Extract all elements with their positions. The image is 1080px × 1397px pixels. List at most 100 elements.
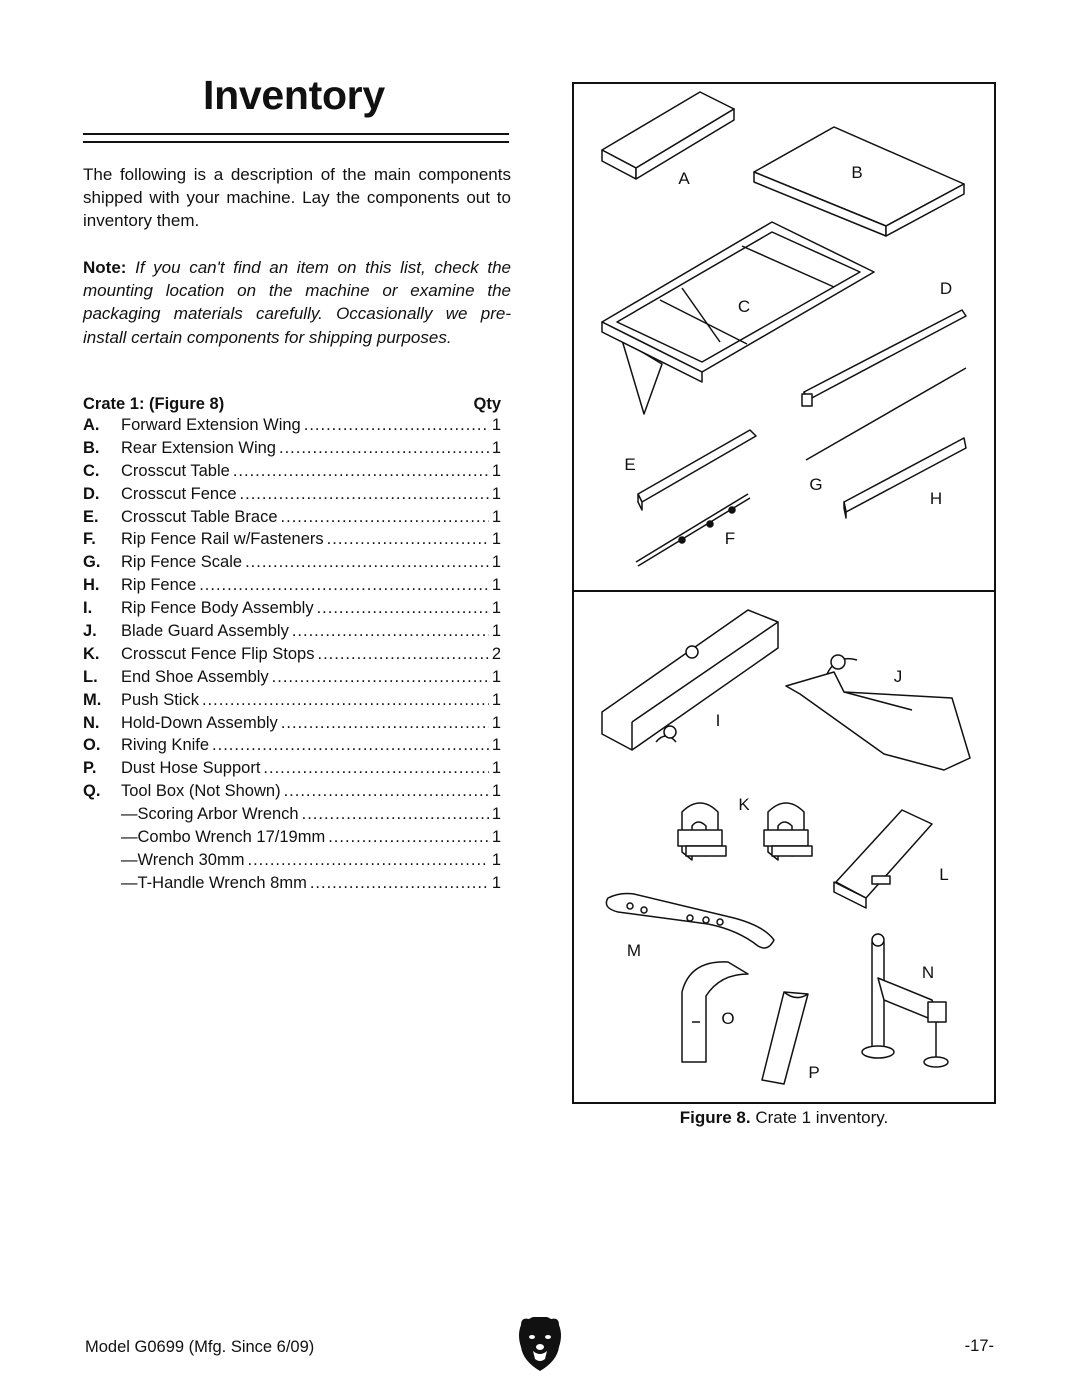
inventory-item-qty: 1: [491, 873, 501, 892]
inventory-item: Q. Tool Box (Not Shown) 1: [83, 782, 501, 805]
inventory-item-name: Hold-Down Assembly: [121, 713, 278, 732]
inventory-list: A.Forward Extension Wing1B. Rear Extensio…: [83, 416, 501, 897]
inventory-heading: Crate 1: (Figure 8) Qty: [83, 395, 501, 414]
inventory-item-qty: 1: [491, 759, 501, 778]
label-i: I: [716, 711, 721, 730]
leader-dots: [327, 530, 489, 549]
inventory-item-name: Tool Box (Not Shown): [121, 782, 281, 801]
inventory-item-letter: F.: [83, 530, 96, 549]
label-b: B: [851, 163, 862, 182]
inventory-item-qty: 1: [491, 690, 501, 709]
leader-dots: [247, 851, 488, 870]
leader-dots: [292, 622, 489, 641]
inventory-item-qty: 1: [491, 484, 501, 503]
label-n: N: [922, 963, 934, 982]
inventory-item-name: Rip Fence Scale: [121, 553, 243, 572]
hold-down-drawing: [861, 933, 949, 1068]
figure-caption: Figure 8. Crate 1 inventory.: [572, 1108, 996, 1128]
leader-dots: [245, 553, 489, 572]
rip-fence-rail-drawing: [635, 493, 751, 567]
inventory-item: A.Forward Extension Wing1: [83, 416, 501, 439]
label-c: C: [738, 297, 750, 316]
inventory-item-qty: 1: [491, 599, 501, 618]
inventory-item-name: —Combo Wrench 17/19mm: [121, 828, 326, 847]
leader-dots: [302, 805, 489, 824]
inventory-item: M.Push Stick1: [83, 691, 501, 714]
leader-dots: [284, 782, 489, 801]
inventory-item: H. Rip Fence 1: [83, 576, 501, 599]
inventory-item: I.Rip Fence Body Assembly1: [83, 599, 501, 622]
crosscut-table-brace-drawing: [637, 429, 757, 511]
inventory-item-name: Riving Knife: [121, 736, 210, 755]
label-e: E: [624, 455, 635, 474]
inventory-item-letter: O.: [83, 736, 101, 755]
inventory-item-qty: 1: [491, 736, 501, 755]
inventory-item-qty: 1: [491, 576, 501, 595]
inventory-item: N.Hold-Down Assembly1: [83, 714, 501, 737]
leader-dots: [281, 508, 489, 527]
forward-extension-wing-drawing: [601, 91, 735, 180]
inventory-item-letter: Q.: [83, 782, 101, 801]
leader-dots: [304, 416, 489, 435]
title-rule-bottom: [83, 141, 509, 143]
inventory-item-name: —Scoring Arbor Wrench: [121, 805, 299, 824]
label-o: O: [721, 1009, 734, 1028]
note-text: If you can't find an item on this list, …: [83, 258, 511, 347]
label-f: F: [725, 529, 735, 548]
inventory-item-qty: 2: [491, 644, 501, 663]
end-shoe-drawing: [833, 809, 933, 909]
rip-fence-drawing: [843, 437, 967, 519]
inventory-item: K. Crosscut Fence Flip Stops 2: [83, 645, 501, 668]
flip-stop-left-drawing: [677, 802, 727, 861]
inventory-item-qty: 1: [491, 782, 501, 801]
inventory-item-letter: L.: [83, 667, 98, 686]
inventory-item-name: Crosscut Fence: [121, 484, 237, 503]
inventory-item-letter: K.: [83, 644, 100, 663]
inventory-item-qty: 1: [491, 850, 501, 869]
note-paragraph: Note: If you can't find an item on this …: [83, 256, 511, 349]
inventory-item-name: Crosscut Fence Flip Stops: [121, 644, 315, 663]
page-title: Inventory: [203, 72, 385, 118]
label-l: L: [939, 865, 948, 884]
inventory-item-letter: H.: [83, 576, 100, 595]
inventory-item-qty: 1: [491, 507, 501, 526]
leader-dots: [281, 714, 489, 733]
inventory-item: —Combo Wrench 17/19mm1: [83, 828, 501, 851]
leader-dots: [318, 645, 489, 664]
inventory-item-letter: C.: [83, 461, 100, 480]
label-h: H: [930, 489, 942, 508]
label-j: J: [894, 667, 903, 686]
push-stick-drawing: [605, 892, 775, 949]
inventory-item-name: Crosscut Table Brace: [121, 507, 278, 526]
inventory-item-qty: 1: [491, 530, 501, 549]
inventory-item-name: Rip Fence: [121, 576, 197, 595]
label-k: K: [738, 795, 750, 814]
inventory-item: P.Dust Hose Support1: [83, 759, 501, 782]
inventory-item-name: Rip Fence Rail w/Fasteners: [121, 530, 324, 549]
footer-page-number: -17-: [964, 1337, 994, 1355]
leader-dots: [202, 691, 489, 710]
bear-head-logo-icon: [519, 1317, 561, 1371]
leader-dots: [279, 439, 489, 458]
leader-dots: [328, 828, 489, 847]
inventory-item: E.Crosscut Table Brace1: [83, 508, 501, 531]
inventory-item-qty: 1: [491, 461, 501, 480]
figure-caption-text: Crate 1 inventory.: [755, 1108, 889, 1127]
figure-panel-bottom: [572, 590, 996, 1104]
inventory-item-letter: M.: [83, 690, 102, 709]
inventory-item-letter: P.: [83, 759, 97, 778]
inventory-item-name: Rear Extension Wing: [121, 438, 276, 457]
inventory-item: B.Rear Extension Wing1: [83, 439, 501, 462]
dust-hose-support-drawing: [761, 991, 809, 1085]
inventory-item-letter: B.: [83, 438, 100, 457]
title-rule-top: [83, 133, 509, 135]
inventory-item: G.Rip Fence Scale1: [83, 553, 501, 576]
inventory-item-qty: 1: [491, 622, 501, 641]
riving-knife-drawing: [681, 961, 749, 1063]
inventory-item: —Wrench 30mm1: [83, 851, 501, 874]
inventory-item-name: Blade Guard Assembly: [121, 622, 289, 641]
inventory-item-name: Rip Fence Body Assembly: [121, 599, 314, 618]
inventory-item-qty: 1: [491, 667, 501, 686]
inventory-item-letter: A.: [83, 416, 100, 434]
